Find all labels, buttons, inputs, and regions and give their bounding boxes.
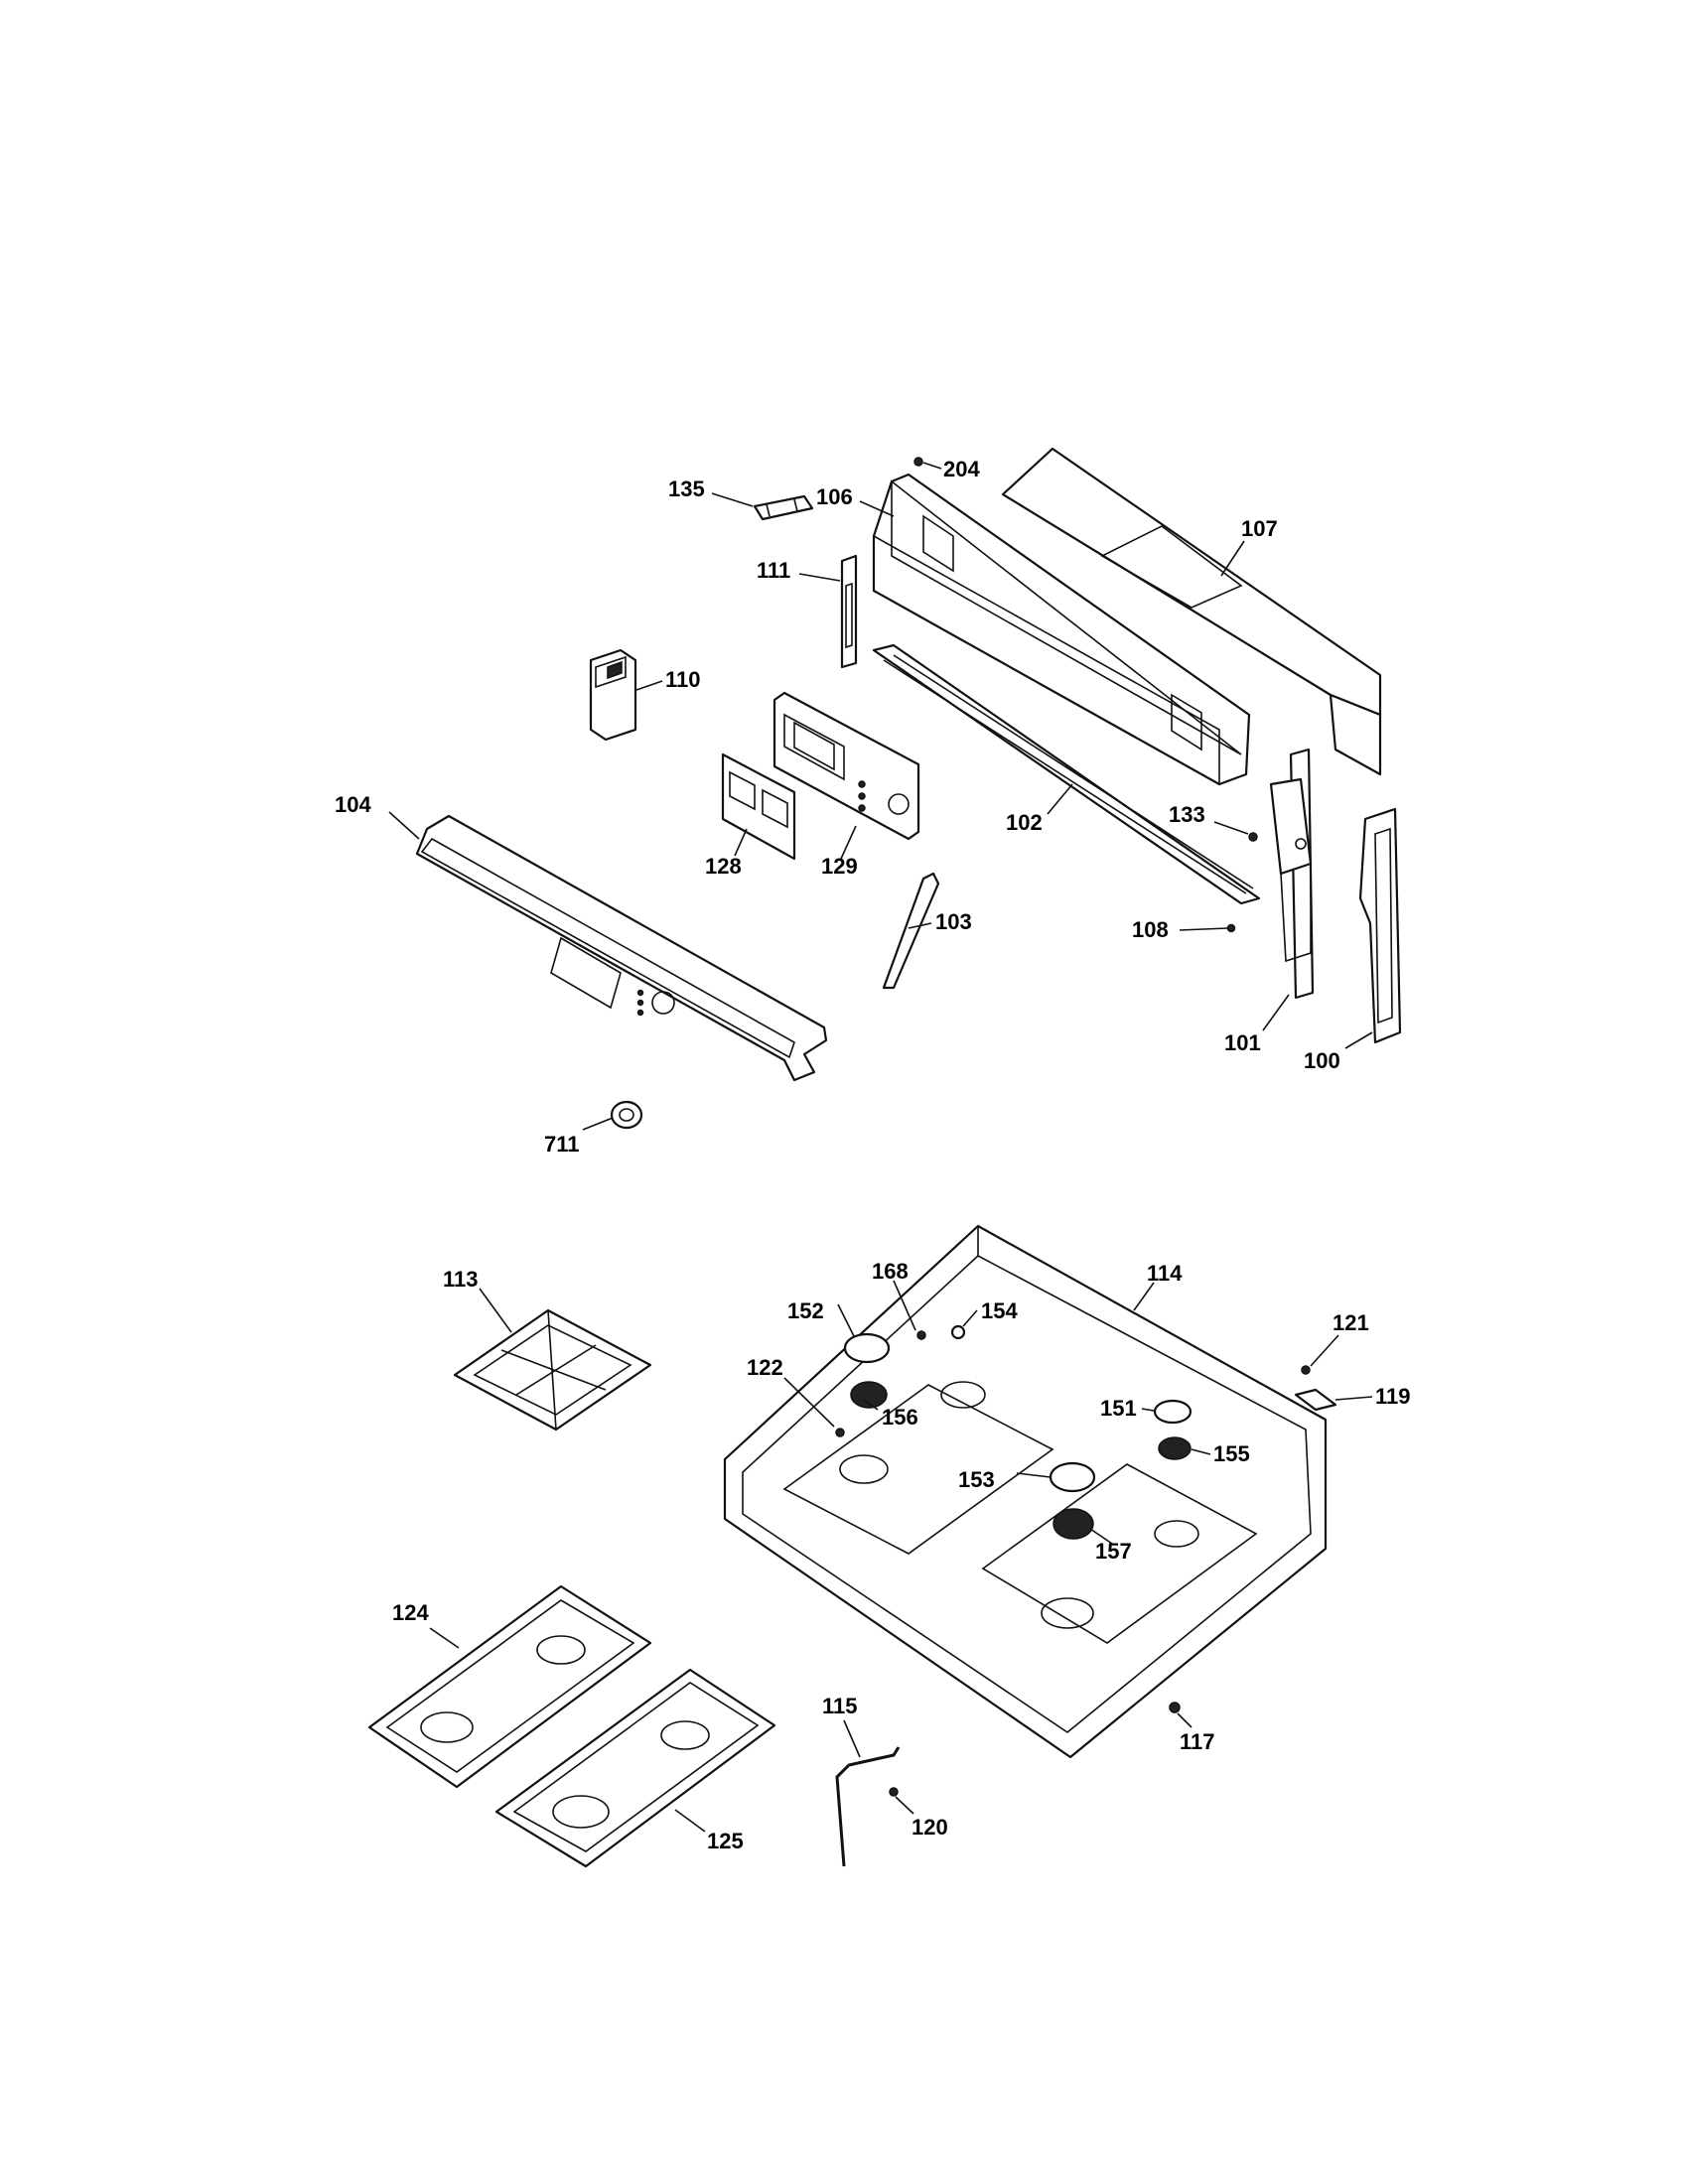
part-157-burner-head <box>1052 1508 1094 1540</box>
callout-157: 157 <box>1095 1539 1132 1564</box>
part-104-control-panel <box>415 814 828 1082</box>
callout-107: 107 <box>1241 516 1278 541</box>
callout-154: 154 <box>981 1298 1018 1323</box>
callout-104: 104 <box>335 792 371 817</box>
part-107-rear-cover <box>1001 447 1382 776</box>
part-124-drip-pan <box>367 1584 652 1789</box>
part-125-drip-pan <box>494 1668 776 1868</box>
part-153-burner-cap <box>1049 1461 1096 1493</box>
callout-133: 133 <box>1169 802 1205 827</box>
part-111-side-bracket <box>840 554 858 669</box>
callout-111: 111 <box>757 558 790 583</box>
part-113-grate <box>453 1308 652 1432</box>
part-154-electrode <box>950 1324 966 1340</box>
part-168-screw <box>916 1330 926 1340</box>
part-151-burner-cap <box>1153 1399 1193 1425</box>
part-119-clip <box>1294 1388 1337 1412</box>
callout-204: 204 <box>943 457 980 481</box>
callout-114: 114 <box>1147 1261 1183 1286</box>
callout-153: 153 <box>958 1467 995 1492</box>
callout-124: 124 <box>392 1600 429 1625</box>
leader-lines <box>388 462 1373 1833</box>
part-129-control-board <box>772 691 920 841</box>
callout-129: 129 <box>821 854 858 879</box>
callout-106: 106 <box>816 484 853 509</box>
part-135-bracket <box>753 494 814 521</box>
callout-110: 110 <box>665 667 701 692</box>
part-122-screw <box>835 1428 845 1437</box>
part-102-trim-strip <box>872 643 1261 905</box>
callout-103: 103 <box>935 909 972 934</box>
part-156-burner-head <box>850 1381 888 1409</box>
callout-120: 120 <box>912 1815 948 1840</box>
callout-125: 125 <box>707 1829 744 1853</box>
callout-155: 155 <box>1213 1441 1250 1466</box>
part-110-switch <box>589 648 637 742</box>
part-128-keypad-overlay <box>721 752 796 861</box>
part-121-screw <box>1301 1365 1311 1375</box>
part-117-plug <box>1169 1702 1181 1713</box>
callout-101: 101 <box>1224 1030 1261 1055</box>
callout-135: 135 <box>668 477 705 501</box>
callout-122: 122 <box>747 1355 783 1380</box>
part-115-tube <box>835 1746 901 1867</box>
callout-115: 115 <box>822 1694 858 1718</box>
callout-108: 108 <box>1132 917 1169 942</box>
callout-168: 168 <box>872 1259 909 1284</box>
part-120-screw <box>889 1787 899 1797</box>
part-103-tube <box>882 872 940 990</box>
part-711-knob <box>610 1100 643 1130</box>
callout-152: 152 <box>787 1298 824 1323</box>
callout-121: 121 <box>1333 1310 1369 1335</box>
part-108-screw <box>1226 923 1236 933</box>
part-133-screw <box>1248 832 1258 842</box>
part-101-end-bracket <box>1269 748 1315 1000</box>
callout-labels: 204 135 106 107 111 110 102 133 104 128 … <box>335 457 1411 1853</box>
callout-711: 711 <box>544 1132 580 1157</box>
part-204-screw <box>913 457 923 467</box>
part-106-backguard-frame <box>872 473 1251 786</box>
callout-128: 128 <box>705 854 742 879</box>
callout-151: 151 <box>1100 1396 1137 1421</box>
callout-117: 117 <box>1180 1729 1215 1754</box>
callout-156: 156 <box>882 1405 918 1430</box>
callout-102: 102 <box>1006 810 1043 835</box>
callout-113: 113 <box>443 1267 479 1292</box>
part-152-burner-cap <box>843 1332 891 1364</box>
part-155-burner-head <box>1158 1436 1192 1460</box>
callout-100: 100 <box>1304 1048 1340 1073</box>
callout-119: 119 <box>1375 1384 1411 1409</box>
part-100-end-cap <box>1358 807 1402 1044</box>
